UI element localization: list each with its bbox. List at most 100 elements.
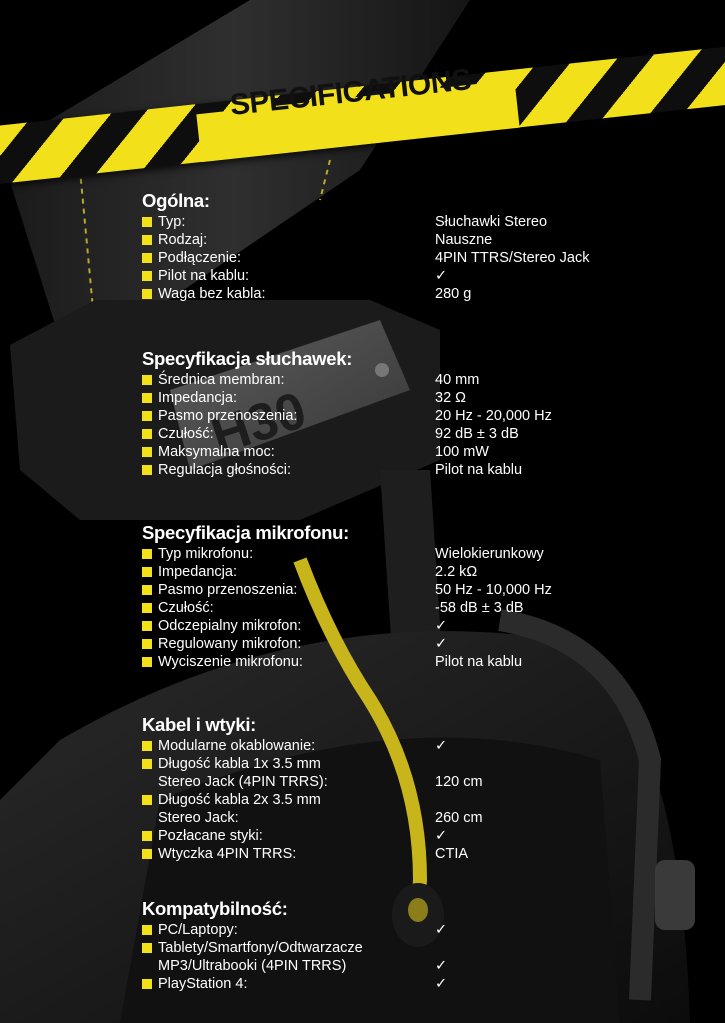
check-icon: ✓ [435,958,448,974]
spec-row: PC/Laptopy: ✓ [142,921,702,939]
spec-row: Regulowany mikrofon:✓ [142,635,702,653]
spec-value: 20 Hz - 20,000 Hz [435,408,552,424]
yellow-square-icon [142,795,152,805]
spec-row: Średnica membran: 40 mm [142,371,702,389]
spec-value: Pilot na kablu [435,654,523,670]
yellow-square-icon [142,271,152,281]
spec-label: Średnica membran: [158,372,285,388]
yellow-square-icon [142,657,152,667]
spec-row: Pozłacane styki: ✓ [142,827,702,845]
section-compatibility: Kompatybilność: PC/Laptopy: ✓ Tablety/Sma… [142,898,702,993]
spec-row: Maksymalna moc: 100 mW [142,443,702,461]
section-cables: Kabel i wtyki: Modularne okablowanie:✓ D… [142,714,702,863]
spec-value: Wielokierunkowy [435,546,544,562]
spec-value: 4PIN TTRS/Stereo Jack [435,250,590,266]
check-icon: ✓ [435,268,448,284]
yellow-square-icon [142,621,152,631]
spec-label: Podłączenie: [158,250,242,266]
yellow-square-icon [142,603,152,613]
spec-label: Tablety/Smartfony/Odtwarzacze MP3/Ultrab… [158,940,363,974]
yellow-square-icon [142,289,152,299]
yellow-square-icon [142,375,152,385]
section-title: Ogólna: [142,190,210,211]
spec-row: Odczepialny mikrofon:✓ [142,617,702,635]
check-icon: ✓ [435,738,448,754]
yellow-square-icon [142,447,152,457]
spec-label: Długość kabla 1x 3.5 mm Stereo Jack (4PI… [158,756,328,790]
spec-label: Długość kabla 2x 3.5 mm Stereo Jack: [158,792,321,826]
yellow-square-icon [142,253,152,263]
spec-row: Długość kabla 2x 3.5 mm Stereo Jack: 260 … [142,791,702,827]
spec-value: 2.2 kΩ [435,564,478,580]
spec-row: PlayStation 4: ✓ [142,975,702,993]
yellow-square-icon [142,235,152,245]
yellow-square-icon [142,567,152,577]
spec-label: Wyciszenie mikrofonu: [158,654,303,670]
yellow-square-icon [142,217,152,227]
yellow-square-icon [142,411,152,421]
yellow-square-icon [142,549,152,559]
spec-value: 120 cm [435,774,483,790]
spec-row: Tablety/Smartfony/Odtwarzacze MP3/Ultrab… [142,939,702,975]
check-icon: ✓ [435,976,448,992]
section-general: Ogólna: Typ: Słuchawki Stereo Rodzaj:Naus… [142,190,702,303]
spec-value: Pilot na kablu [435,462,523,478]
spec-row: Wtyczka 4PIN TRRS:CTIA [142,845,702,863]
spec-value: Słuchawki Stereo [435,214,548,230]
spec-row: Czułość: 92 dB ± 3 dB [142,425,702,443]
spec-row: Długość kabla 1x 3.5 mm Stereo Jack (4PI… [142,755,702,791]
spec-label: Typ: [158,214,186,230]
yellow-square-icon [142,429,152,439]
spec-label: Impedancja: [158,390,237,406]
spec-row: Impedancja: 2.2 kΩ [142,563,702,581]
spec-label: Impedancja: [158,564,237,580]
spec-value: 260 cm [435,810,483,826]
spec-row: Pilot na kablu:✓ [142,267,702,285]
check-icon: ✓ [435,922,448,938]
spec-label: PlayStation 4: [158,976,248,992]
yellow-square-icon [142,979,152,989]
section-headphone-specs: Specyfikacja słuchawek: Średnica membran… [142,348,702,479]
spec-value: 92 dB ± 3 dB [435,426,519,442]
spec-value: 50 Hz - 10,000 Hz [435,582,552,598]
spec-label: Wtyczka 4PIN TRRS: [158,846,297,862]
spec-label: Modularne okablowanie: [158,738,316,754]
spec-label: Regulacja głośności: [158,462,291,478]
spec-label: Typ mikrofonu: [158,546,254,562]
spec-row: Rodzaj:Nauszne [142,231,702,249]
spec-row: Pasmo przenoszenia:20 Hz - 20,000 Hz [142,407,702,425]
yellow-square-icon [142,831,152,841]
spec-value: 280 g [435,286,472,302]
spec-row: Impedancja:32 Ω [142,389,702,407]
spec-value: Nauszne [435,232,493,248]
spec-label: PC/Laptopy: [158,922,238,938]
yellow-square-icon [142,741,152,751]
spec-label: Maksymalna moc: [158,444,275,460]
spec-row: Modularne okablowanie: ✓ [142,737,702,755]
spec-label: Czułość: [158,426,214,442]
check-icon: ✓ [435,618,448,634]
yellow-square-icon [142,465,152,475]
spec-row: Podłączenie: 4PIN TTRS/Stereo Jack [142,249,702,267]
spec-row: Typ: Słuchawki Stereo [142,213,702,231]
spec-value: 40 mm [435,372,480,388]
yellow-square-icon [142,585,152,595]
yellow-square-icon [142,849,152,859]
yellow-square-icon [142,393,152,403]
section-title: Kompatybilność: [142,898,288,919]
spec-label: Pozłacane styki: [158,828,263,844]
yellow-square-icon [142,925,152,935]
spec-label: Regulowany mikrofon: [158,636,302,652]
spec-row: Typ mikrofonu: Wielokierunkowy [142,545,702,563]
spec-value: -58 dB ± 3 dB [435,600,524,616]
section-microphone-specs: Specyfikacja mikrofonu: Typ mikrofonu: Wi… [142,522,702,671]
spec-value: 100 mW [435,444,489,460]
spec-row: Czułość:-58 dB ± 3 dB [142,599,702,617]
check-icon: ✓ [435,828,448,844]
spec-row: Wyciszenie mikrofonu: Pilot na kablu [142,653,702,671]
spec-row: Waga bez kabla: 280 g [142,285,702,303]
spec-label: Waga bez kabla: [158,286,266,302]
section-title: Specyfikacja mikrofonu: [142,522,349,543]
section-title: Specyfikacja słuchawek: [142,348,353,369]
